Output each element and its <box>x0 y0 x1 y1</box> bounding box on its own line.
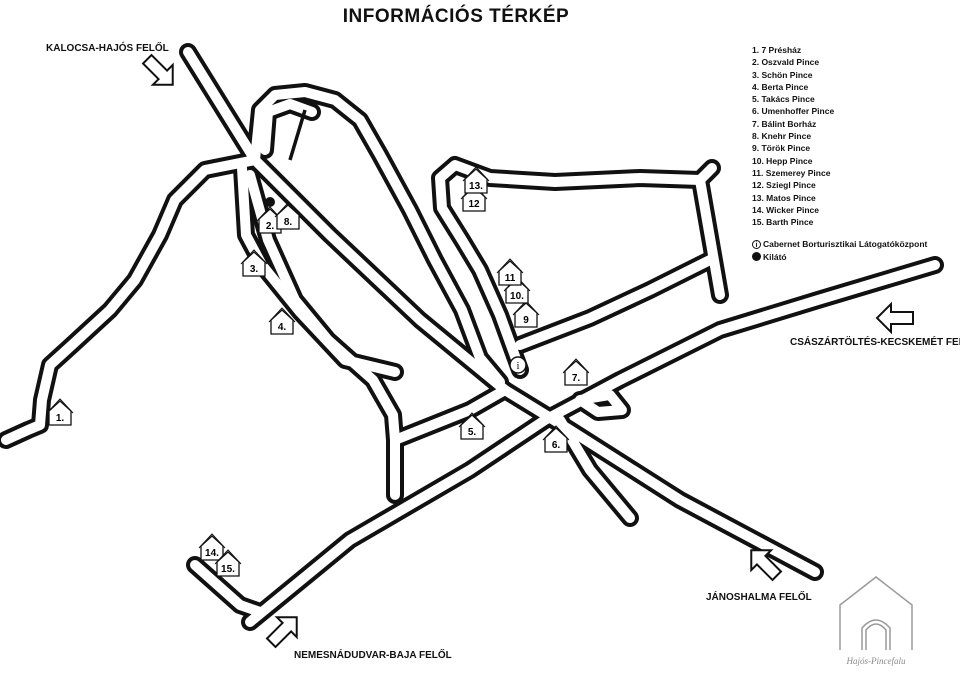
viewpoint-legend-icon <box>752 252 761 262</box>
info-legend-icon: i <box>752 240 761 250</box>
legend-item: 15. Barth Pince <box>752 217 814 228</box>
cellar-marker-label: 11 <box>505 273 516 284</box>
legend-item: 8. Knehr Pince <box>752 131 812 142</box>
cellar-marker-house-icon[interactable]: 7. <box>562 358 590 386</box>
cellar-marker-label: 14. <box>205 548 219 559</box>
legend-viewpoint-label: Kilátó <box>763 251 787 262</box>
legend-item: 10. Hepp Pince <box>752 155 813 166</box>
cellar-marker-label: 1. <box>56 413 65 424</box>
legend-viewpoint-row: Kilátó <box>752 251 927 263</box>
arrow-nemesnadudvar-icon <box>265 616 298 649</box>
legend-item: 2. Oszvald Pince <box>752 57 820 68</box>
legend-item: 11. Szemerey Pince <box>752 167 831 178</box>
legend-item: 12. Sziegl Pince <box>752 180 816 191</box>
cellar-marker-house-icon[interactable]: 5. <box>458 412 486 440</box>
cellar-marker-label: 7. <box>572 373 581 384</box>
cellar-marker-house-icon[interactable]: 4. <box>268 307 296 335</box>
cellar-marker-house-icon[interactable]: 11 <box>496 258 524 286</box>
direction-nemesnadudvar-label: NEMESNÁDUDVAR-BAJA FELŐL <box>294 650 452 661</box>
logo-text: Hajós-Pincefalu <box>846 656 906 666</box>
arrow-kalocsa-icon <box>141 53 174 86</box>
viewpoint-icon[interactable] <box>265 197 275 207</box>
cellar-marker-label: 8. <box>284 217 293 228</box>
cellar-marker-house-icon[interactable]: 14. <box>198 533 226 561</box>
legend: 1. 7 Présház 2. Oszvald Pince 3. Schön P… <box>752 44 927 263</box>
direction-csaszartoltes-label: CSÁSZÁRTÖLTÉS-KECSKEMÉT FELŐL <box>790 337 960 348</box>
legend-symbols: i Cabernet Borturisztikai Látogatóközpon… <box>752 238 927 263</box>
cellar-marker-label: 4. <box>278 322 287 333</box>
legend-item: 5. Takács Pince <box>752 94 815 105</box>
legend-item: 13. Matos Pince <box>752 192 816 203</box>
legend-item: 4. Berta Pince <box>752 81 809 92</box>
arrow-janoshalma-icon <box>750 549 783 582</box>
cellar-marker-house-icon[interactable]: 1. <box>46 398 74 426</box>
cellar-marker-house-icon[interactable]: 2. <box>256 206 284 234</box>
legend-list: 1. 7 Présház 2. Oszvald Pince 3. Schön P… <box>752 44 927 228</box>
cellar-marker-label: 3. <box>250 264 259 275</box>
cellar-marker-label: 9 <box>523 315 529 326</box>
legend-info-row: i Cabernet Borturisztikai Látogatóközpon… <box>752 238 927 250</box>
legend-item: 6. Umenhoffer Pince <box>752 106 835 117</box>
road-inner <box>1 47 940 627</box>
legend-item: 1. 7 Présház <box>752 45 802 55</box>
cellar-marker-house-icon[interactable]: 13. <box>462 166 490 194</box>
cellar-marker-house-icon[interactable]: 9 <box>512 300 540 328</box>
cellar-markers: 1. 2. 3. 4. 5. 6. 7. 8. 9 10. 11 12 13. 14.15. <box>46 166 590 577</box>
page-title: INFORMÁCIÓS TÉRKÉP <box>342 6 570 27</box>
cellar-marker-house-icon[interactable]: 8. <box>274 202 302 230</box>
cellar-marker-house-icon[interactable]: 15. <box>214 549 242 577</box>
cellar-marker-label: 5. <box>468 427 477 438</box>
cellar-marker-label: 10. <box>510 291 524 302</box>
arrow-csaszartoltes-icon <box>875 301 914 335</box>
legend-item: 7. Bálint Borház <box>752 118 817 129</box>
direction-janoshalma-label: JÁNOSHALMA FELŐL <box>706 592 812 603</box>
lookout-path <box>288 109 307 161</box>
legend-item: 9. Török Pince <box>752 143 811 154</box>
svg-text:i: i <box>517 361 520 372</box>
direction-kalocsa-label: KALOCSA-HAJÓS FELŐL <box>46 43 169 54</box>
cellar-marker-label: 2. <box>266 221 275 232</box>
cellar-marker-label: 12 <box>468 199 480 210</box>
logo-house-icon <box>839 576 913 650</box>
cellar-marker-label: 13. <box>469 181 483 192</box>
cellar-marker-house-icon[interactable]: 6. <box>542 425 570 453</box>
cellar-marker-label: 15. <box>221 564 235 575</box>
info-point-icon[interactable]: i <box>509 356 527 374</box>
legend-info-label: Cabernet Borturisztikai Látogatóközpont <box>763 239 928 250</box>
cellar-marker-house-icon[interactable]: 3. <box>240 249 268 277</box>
legend-item: 3. Schön Pince <box>752 69 813 80</box>
cellar-marker-label: 6. <box>552 440 561 451</box>
legend-item: 14. Wicker Pince <box>752 204 820 215</box>
